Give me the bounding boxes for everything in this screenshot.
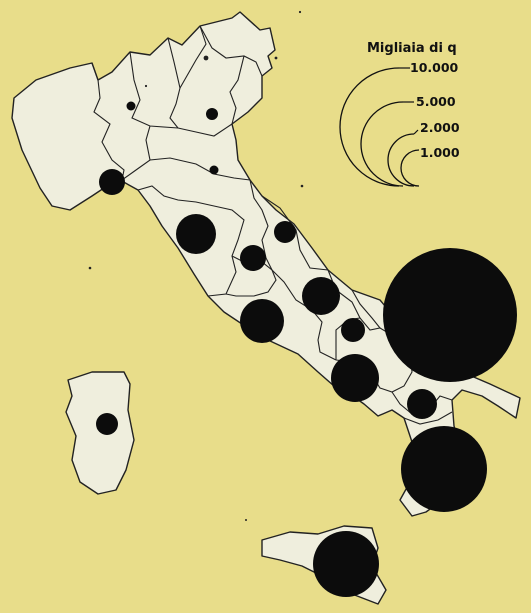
bubble-calabria xyxy=(401,426,487,512)
legend-leader-2000 xyxy=(413,129,419,135)
bubble-puglia xyxy=(383,248,517,382)
bubble-campania xyxy=(331,354,379,402)
bubble-lombardia xyxy=(126,101,136,111)
peninsula-land xyxy=(11,11,521,517)
regional-borders xyxy=(91,25,453,425)
bubble-sardegna xyxy=(96,413,118,435)
legend-label-1000: 1.000 xyxy=(420,145,460,160)
bubble-basilicata xyxy=(407,389,437,419)
bubble-layer xyxy=(96,101,517,597)
bubble-toscana xyxy=(176,214,216,254)
bubble-abruzzo xyxy=(302,277,340,315)
legend: Migliaia di q 10.000 5.000 2.000 1.000 xyxy=(339,41,460,187)
legend-circle-1000 xyxy=(400,149,420,187)
legend-label-10000: 10.000 xyxy=(410,60,459,75)
bubble-marche xyxy=(274,221,296,243)
bubble-lazio xyxy=(240,299,284,343)
legend-label-2000: 2.000 xyxy=(420,120,460,135)
bubble-molise xyxy=(341,318,365,342)
legend-circle-5000 xyxy=(360,101,404,187)
bubble-liguria xyxy=(99,169,125,195)
legend-circle-2000 xyxy=(387,133,415,187)
bubble-sicilia xyxy=(313,531,379,597)
bubble-veneto xyxy=(206,108,218,120)
legend-title: Migliaia di q xyxy=(367,41,457,56)
bubble-emilia-romagna xyxy=(209,165,219,175)
scatter-dots xyxy=(88,10,304,521)
sardegna-land xyxy=(65,371,135,495)
legend-label-5000: 5.000 xyxy=(416,94,456,109)
legend-circle-10000 xyxy=(339,67,400,187)
bubble-umbria xyxy=(240,245,266,271)
